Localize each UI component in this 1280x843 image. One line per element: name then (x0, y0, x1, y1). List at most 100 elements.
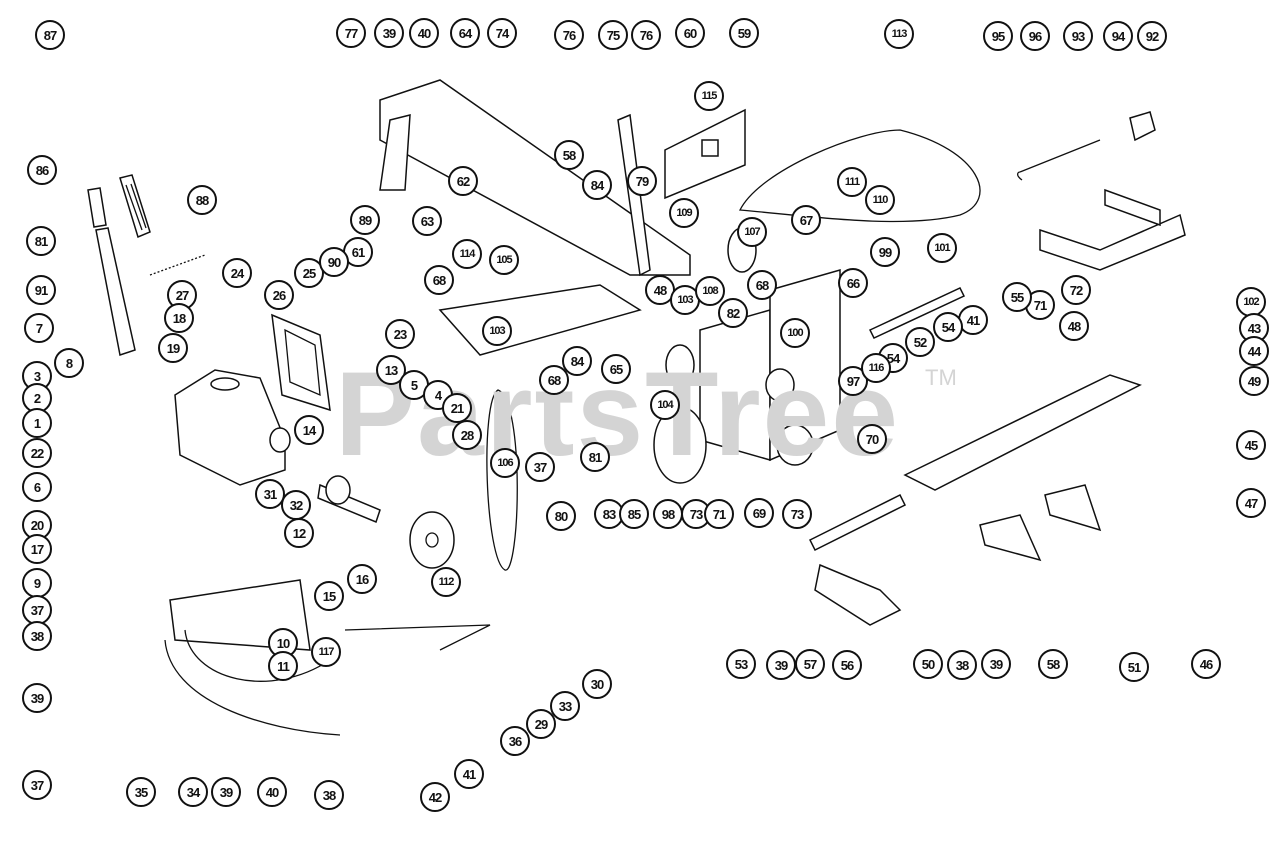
part-callout-14[interactable]: 14 (294, 415, 324, 445)
part-callout-65[interactable]: 65 (601, 354, 631, 384)
part-callout-68[interactable]: 68 (747, 270, 777, 300)
part-callout-102[interactable]: 102 (1236, 287, 1266, 317)
part-callout-38[interactable]: 38 (947, 650, 977, 680)
part-callout-76[interactable]: 76 (631, 20, 661, 50)
part-callout-114[interactable]: 114 (452, 239, 482, 269)
part-callout-113[interactable]: 113 (884, 19, 914, 49)
part-callout-59[interactable]: 59 (729, 18, 759, 48)
part-callout-112[interactable]: 112 (431, 567, 461, 597)
part-callout-100[interactable]: 100 (780, 318, 810, 348)
part-callout-81[interactable]: 81 (26, 226, 56, 256)
part-callout-31[interactable]: 31 (255, 479, 285, 509)
part-callout-42[interactable]: 42 (420, 782, 450, 812)
part-callout-8[interactable]: 8 (54, 348, 84, 378)
part-callout-96[interactable]: 96 (1020, 21, 1050, 51)
part-callout-80[interactable]: 80 (546, 501, 576, 531)
part-callout-11[interactable]: 11 (268, 651, 298, 681)
part-callout-26[interactable]: 26 (264, 280, 294, 310)
part-callout-106[interactable]: 106 (490, 448, 520, 478)
part-callout-62[interactable]: 62 (448, 166, 478, 196)
part-callout-89[interactable]: 89 (350, 205, 380, 235)
part-callout-86[interactable]: 86 (27, 155, 57, 185)
part-callout-101[interactable]: 101 (927, 233, 957, 263)
part-callout-21[interactable]: 21 (442, 393, 472, 423)
part-callout-38[interactable]: 38 (314, 780, 344, 810)
part-callout-37[interactable]: 37 (22, 595, 52, 625)
part-callout-47[interactable]: 47 (1236, 488, 1266, 518)
part-callout-52[interactable]: 52 (905, 327, 935, 357)
part-callout-69[interactable]: 69 (744, 498, 774, 528)
part-callout-109[interactable]: 109 (669, 198, 699, 228)
part-callout-90[interactable]: 90 (319, 247, 349, 277)
part-callout-32[interactable]: 32 (281, 490, 311, 520)
part-callout-85[interactable]: 85 (619, 499, 649, 529)
part-callout-18[interactable]: 18 (164, 303, 194, 333)
part-callout-88[interactable]: 88 (187, 185, 217, 215)
part-callout-93[interactable]: 93 (1063, 21, 1093, 51)
part-callout-81[interactable]: 81 (580, 442, 610, 472)
part-callout-117[interactable]: 117 (311, 637, 341, 667)
part-callout-19[interactable]: 19 (158, 333, 188, 363)
part-callout-24[interactable]: 24 (222, 258, 252, 288)
part-callout-58[interactable]: 58 (554, 140, 584, 170)
part-callout-107[interactable]: 107 (737, 217, 767, 247)
part-callout-68[interactable]: 68 (424, 265, 454, 295)
part-callout-75[interactable]: 75 (598, 20, 628, 50)
part-callout-39[interactable]: 39 (211, 777, 241, 807)
part-callout-40[interactable]: 40 (257, 777, 287, 807)
part-callout-23[interactable]: 23 (385, 319, 415, 349)
part-callout-46[interactable]: 46 (1191, 649, 1221, 679)
part-callout-111[interactable]: 111 (837, 167, 867, 197)
part-callout-70[interactable]: 70 (857, 424, 887, 454)
part-callout-104[interactable]: 104 (650, 390, 680, 420)
part-callout-110[interactable]: 110 (865, 185, 895, 215)
part-callout-7[interactable]: 7 (24, 313, 54, 343)
part-callout-40[interactable]: 40 (409, 18, 439, 48)
part-callout-105[interactable]: 105 (489, 245, 519, 275)
part-callout-53[interactable]: 53 (726, 649, 756, 679)
part-callout-28[interactable]: 28 (452, 420, 482, 450)
part-callout-67[interactable]: 67 (791, 205, 821, 235)
part-callout-77[interactable]: 77 (336, 18, 366, 48)
part-callout-72[interactable]: 72 (1061, 275, 1091, 305)
part-callout-56[interactable]: 56 (832, 650, 862, 680)
part-callout-73[interactable]: 73 (782, 499, 812, 529)
part-callout-98[interactable]: 98 (653, 499, 683, 529)
part-callout-29[interactable]: 29 (526, 709, 556, 739)
part-callout-108[interactable]: 108 (695, 276, 725, 306)
part-callout-116[interactable]: 116 (861, 353, 891, 383)
part-callout-92[interactable]: 92 (1137, 21, 1167, 51)
part-callout-76[interactable]: 76 (554, 20, 584, 50)
part-callout-30[interactable]: 30 (582, 669, 612, 699)
part-callout-37[interactable]: 37 (22, 770, 52, 800)
part-callout-63[interactable]: 63 (412, 206, 442, 236)
part-callout-45[interactable]: 45 (1236, 430, 1266, 460)
part-callout-38[interactable]: 38 (22, 621, 52, 651)
part-callout-15[interactable]: 15 (314, 581, 344, 611)
part-callout-64[interactable]: 64 (450, 18, 480, 48)
part-callout-39[interactable]: 39 (766, 650, 796, 680)
part-callout-1[interactable]: 1 (22, 408, 52, 438)
part-callout-6[interactable]: 6 (22, 472, 52, 502)
part-callout-71[interactable]: 71 (704, 499, 734, 529)
part-callout-84[interactable]: 84 (582, 170, 612, 200)
part-callout-36[interactable]: 36 (500, 726, 530, 756)
part-callout-9[interactable]: 9 (22, 568, 52, 598)
part-callout-57[interactable]: 57 (795, 649, 825, 679)
part-callout-39[interactable]: 39 (374, 18, 404, 48)
part-callout-60[interactable]: 60 (675, 18, 705, 48)
part-callout-103[interactable]: 103 (482, 316, 512, 346)
part-callout-50[interactable]: 50 (913, 649, 943, 679)
part-callout-34[interactable]: 34 (178, 777, 208, 807)
part-callout-12[interactable]: 12 (284, 518, 314, 548)
part-callout-33[interactable]: 33 (550, 691, 580, 721)
part-callout-84[interactable]: 84 (562, 346, 592, 376)
part-callout-48[interactable]: 48 (1059, 311, 1089, 341)
part-callout-66[interactable]: 66 (838, 268, 868, 298)
part-callout-91[interactable]: 91 (26, 275, 56, 305)
part-callout-58[interactable]: 58 (1038, 649, 1068, 679)
part-callout-37[interactable]: 37 (525, 452, 555, 482)
part-callout-115[interactable]: 115 (694, 81, 724, 111)
part-callout-44[interactable]: 44 (1239, 336, 1269, 366)
part-callout-82[interactable]: 82 (718, 298, 748, 328)
